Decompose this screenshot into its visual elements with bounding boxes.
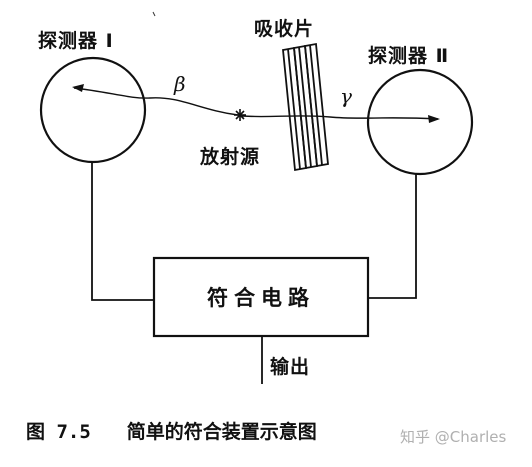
figure-caption: 图 7.5 简单的符合装置示意图 xyxy=(26,423,317,442)
source-star-icon xyxy=(234,109,246,121)
gamma-ray-path xyxy=(241,115,439,120)
absorber-plates xyxy=(282,42,329,172)
detector-2-label: 探测器 Ⅱ xyxy=(368,45,450,67)
stray-mark xyxy=(152,11,156,17)
beta-label: β xyxy=(174,72,186,96)
beta-ray-path xyxy=(73,87,239,116)
detector-2-circle xyxy=(366,68,474,176)
detector-1-circle xyxy=(39,56,147,164)
wire-detector-1 xyxy=(91,162,154,301)
figure-number: 图 7.5 xyxy=(26,421,91,443)
figure-title: 简单的符合装置示意图 xyxy=(126,421,317,443)
source-label: 放射源 xyxy=(200,146,261,168)
watermark: 知乎 @Charles xyxy=(400,428,507,446)
detector-1-label: 探测器 I xyxy=(38,30,114,52)
gamma-label: γ xyxy=(340,84,352,108)
coincidence-circuit-box xyxy=(152,256,370,338)
output-label: 输出 xyxy=(270,356,311,378)
beta-ray-arrowhead xyxy=(72,84,84,92)
wire-detector-2 xyxy=(368,174,417,299)
absorber-label: 吸收片 xyxy=(254,18,315,40)
coincidence-circuit-label: 符合电路 xyxy=(207,286,315,310)
gamma-ray-arrowhead xyxy=(428,115,440,123)
